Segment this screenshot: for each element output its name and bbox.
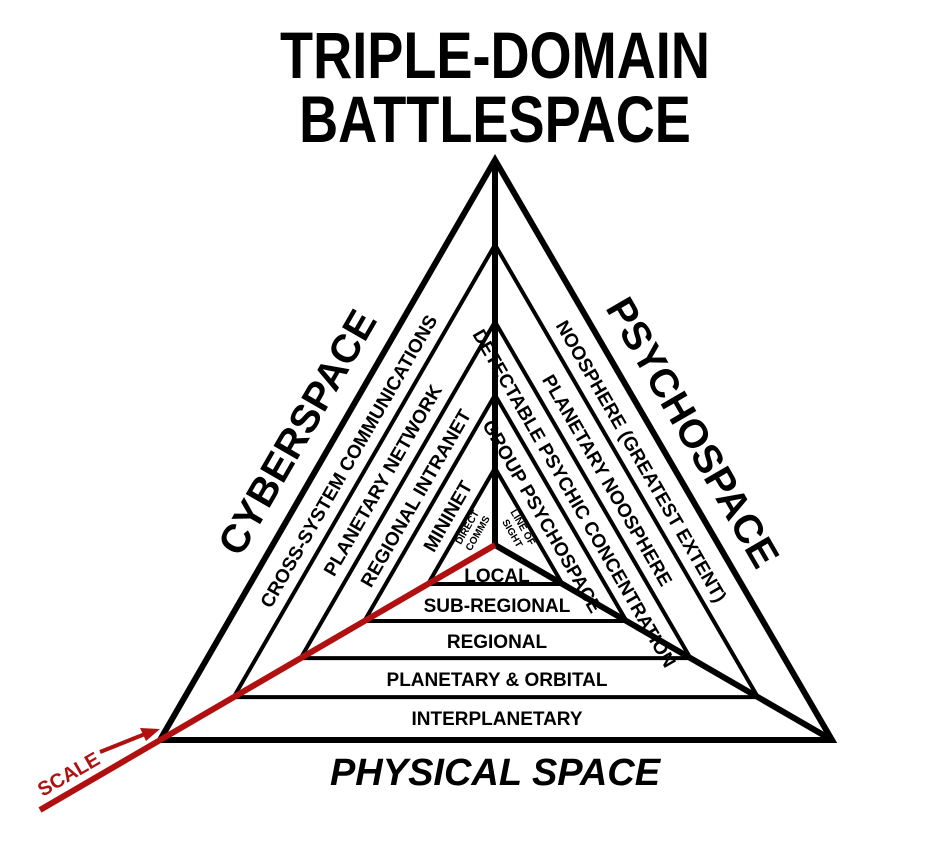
title-line-2: BATTLESPACE	[299, 82, 691, 156]
nested-triangles	[154, 154, 838, 743]
physical-space-label: PHYSICAL SPACE	[330, 752, 662, 794]
nested-triangle	[230, 240, 762, 700]
physical-level: REGIONAL	[447, 632, 548, 653]
nested-triangle	[424, 464, 566, 586]
scale-line	[38, 542, 497, 813]
outer-triangle	[154, 154, 838, 743]
physical-level: INTERPLANETARY	[412, 709, 583, 730]
psycho-physical-divider	[493, 542, 834, 743]
scale-arrow-icon	[140, 728, 160, 741]
physical-level: PLANETARY & ORBITAL	[387, 670, 608, 691]
title-line-1: TRIPLE-DOMAIN	[280, 18, 710, 92]
nested-triangle	[297, 317, 694, 661]
scale-arrow-shaft	[99, 732, 146, 754]
physical-level: LOCAL	[464, 566, 530, 587]
nested-triangle	[360, 390, 630, 624]
physical-level: SUB-REGIONAL	[424, 596, 571, 617]
